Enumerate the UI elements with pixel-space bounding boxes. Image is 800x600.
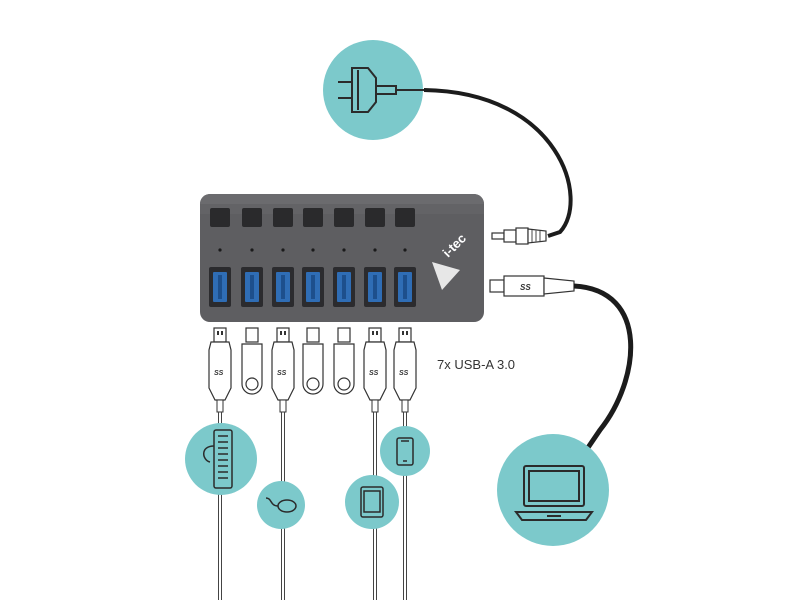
port-power-button[interactable] [365, 208, 385, 227]
usb-logo: SS [369, 370, 379, 377]
port-power-button[interactable] [395, 208, 415, 227]
power-adapter [323, 40, 573, 238]
tablet-device [345, 475, 399, 529]
port-power-button[interactable] [210, 208, 230, 227]
port-led [342, 248, 346, 252]
usb-port-cap [333, 327, 355, 395]
usb-port [209, 267, 231, 307]
mouse-circle [257, 481, 305, 529]
port-led [218, 248, 222, 252]
upstream-connector: SS [489, 275, 634, 454]
usb-a-plug: SS [363, 327, 387, 600]
usb-port [272, 267, 294, 307]
phone-circle [380, 426, 430, 476]
hub-ports [209, 267, 416, 307]
port-led [281, 248, 285, 252]
hub-buttons [210, 208, 415, 227]
port-power-button[interactable] [242, 208, 262, 227]
usb-port [333, 267, 355, 307]
usb-a-plug: SS [393, 327, 417, 600]
mouse-device [257, 481, 305, 529]
phone-icon [396, 437, 414, 466]
usb-port-cap [241, 327, 263, 395]
power-circle [323, 40, 423, 140]
port-led [403, 248, 407, 252]
power-cable [423, 88, 573, 238]
downstream-connectors: SS SS SS SS [208, 327, 417, 600]
mouse-icon [265, 497, 297, 513]
usb-port [364, 267, 386, 307]
keyboard-icon [203, 429, 233, 489]
hub-leds [218, 248, 407, 252]
port-led [311, 248, 315, 252]
tablet-icon [360, 486, 384, 518]
laptop-device [497, 434, 609, 546]
port-power-button[interactable] [303, 208, 323, 227]
port-led [250, 248, 254, 252]
usb-logo: SS [399, 370, 409, 377]
dc-jack [491, 227, 547, 245]
usb-port [394, 267, 416, 307]
laptop-cable [573, 283, 634, 454]
ports-caption: 7x USB-A 3.0 [437, 357, 515, 372]
usb-port [302, 267, 324, 307]
usb-a-plug: SS [208, 327, 232, 600]
port-power-button[interactable] [334, 208, 354, 227]
keyboard-circle [185, 423, 257, 495]
usb-port-cap [302, 327, 324, 395]
tablet-circle [345, 475, 399, 529]
usb-logo: SS [277, 370, 287, 377]
laptop-circle [497, 434, 609, 546]
laptop-icon [514, 465, 594, 521]
port-led [373, 248, 377, 252]
usb-hub: i-tec [200, 194, 484, 322]
power-plug-icon [338, 67, 424, 113]
usb-logo: SS [214, 370, 224, 377]
port-power-button[interactable] [273, 208, 293, 227]
usb-a-plug: SS [271, 327, 295, 600]
usb-port [241, 267, 263, 307]
upstream-usb-logo: SS [520, 283, 531, 292]
phone-device [380, 426, 430, 476]
keyboard-device [185, 423, 257, 495]
